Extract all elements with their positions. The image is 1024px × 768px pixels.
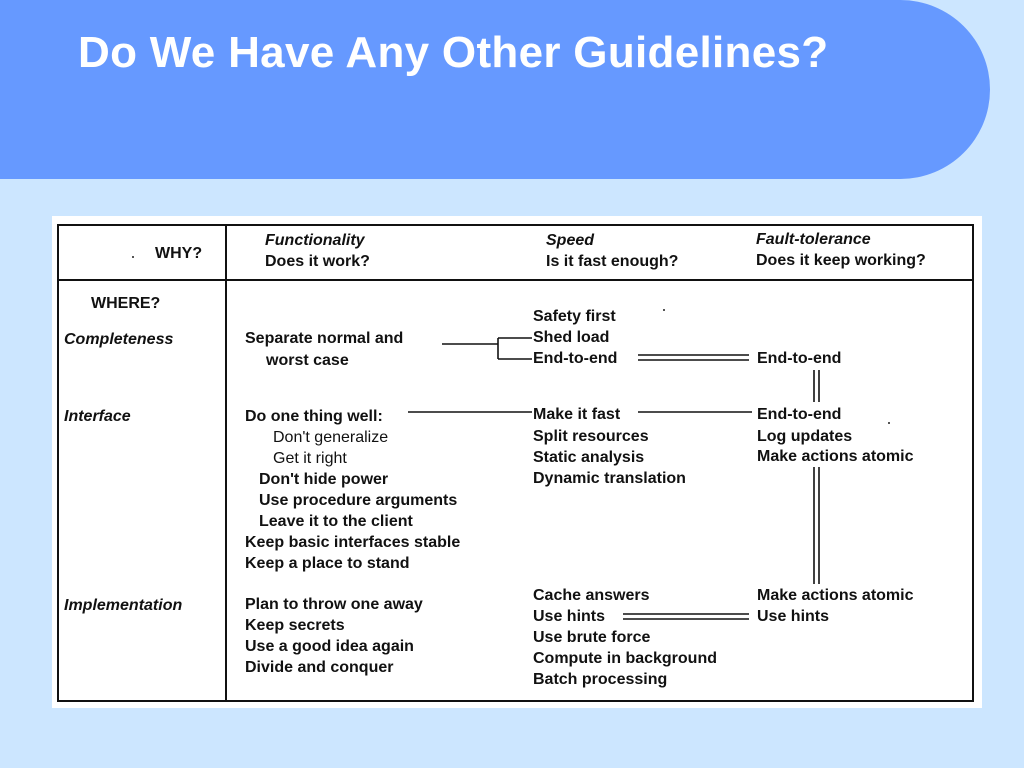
connector-lines — [408, 337, 820, 620]
cell-item: Do one thing well: — [245, 408, 383, 425]
cell-item: Compute in background — [533, 650, 717, 667]
cell-item: Make actions atomic — [757, 587, 914, 604]
column-header-speed: Speed — [546, 232, 595, 249]
row-label-interface: Interface — [64, 408, 131, 425]
cell-item: Make it fast — [533, 406, 621, 423]
cell-item: Keep a place to stand — [245, 555, 410, 572]
cell-item: End-to-end — [757, 406, 842, 423]
table-frame — [57, 224, 974, 702]
cell-item: Use procedure arguments — [259, 492, 458, 509]
title-banner — [0, 0, 990, 179]
cell-item: Plan to throw one away — [245, 596, 423, 613]
cell-item: Don't hide power — [259, 471, 389, 488]
column-question-functionality: Does it work? — [265, 253, 370, 270]
cell-item: Use a good idea again — [245, 638, 414, 655]
row-label-divider — [225, 224, 227, 702]
cell-item: End-to-end — [757, 350, 842, 367]
column-question-fault-tolerance: Does it keep working? — [756, 252, 926, 269]
cell-item: Cache answers — [533, 587, 650, 604]
cell-item: Use hints — [757, 608, 830, 625]
cell-item: Keep secrets — [245, 617, 345, 634]
scan-dot — [132, 256, 134, 258]
cell-item: Shed load — [533, 329, 610, 346]
cell-item: Separate normal and — [245, 330, 404, 347]
slide-title: Do We Have Any Other Guidelines? — [78, 28, 829, 77]
where-label: WHERE? — [91, 295, 161, 312]
cell-item: Log updates — [757, 428, 853, 445]
guidelines-figure: WHY? Functionality Does it work? Speed I… — [52, 216, 982, 708]
scan-dot — [888, 422, 890, 424]
cell-item: Keep basic interfaces stable — [245, 534, 461, 551]
cell-item: Get it right — [273, 450, 347, 467]
cell-item: Split resources — [533, 428, 649, 445]
header-divider — [57, 279, 974, 281]
column-header-fault-tolerance: Fault-tolerance — [756, 231, 871, 248]
cell-item: Leave it to the client — [259, 513, 413, 530]
row-label-completeness: Completeness — [64, 331, 174, 348]
cell-item: End-to-end — [533, 350, 618, 367]
cell-item: Dynamic translation — [533, 470, 686, 487]
cell-item: Use hints — [533, 608, 606, 625]
cell-item: worst case — [266, 352, 349, 369]
cell-item: Safety first — [533, 308, 616, 325]
column-question-speed: Is it fast enough? — [546, 253, 679, 270]
cell-item: Don't generalize — [273, 429, 389, 446]
column-header-functionality: Functionality — [265, 232, 365, 249]
cell-item: Use brute force — [533, 629, 651, 646]
row-label-implementation: Implementation — [64, 597, 183, 614]
cell-item: Batch processing — [533, 671, 668, 688]
cell-item: Static analysis — [533, 449, 645, 466]
why-label: WHY? — [155, 245, 203, 262]
cell-item: Make actions atomic — [757, 448, 914, 465]
cell-item: Divide and conquer — [245, 659, 394, 676]
scan-dot — [663, 309, 665, 311]
